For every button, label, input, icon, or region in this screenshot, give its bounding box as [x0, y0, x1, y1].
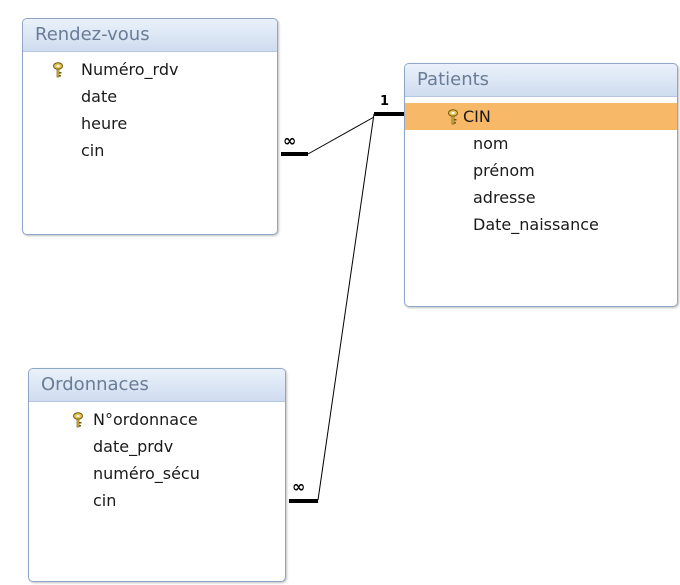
ordonnances-relationship-line	[317, 113, 375, 501]
field-name: Numéro_rdv	[81, 60, 179, 79]
table-title[interactable]: Rendez-vous	[23, 19, 277, 52]
field-name: adresse	[473, 188, 536, 207]
field-name: nom	[473, 134, 509, 153]
field-row[interactable]: date	[29, 83, 271, 110]
key-icon	[73, 412, 83, 428]
field-list: Numéro_rdv date heure cin	[23, 52, 277, 164]
many-cardinality-label-ordonnances: ∞	[292, 477, 306, 496]
field-name: N°ordonnace	[93, 410, 198, 429]
table-patients[interactable]: Patients CIN nom prénom adresse Date_nai…	[404, 63, 678, 307]
key-icon	[53, 62, 63, 78]
field-list: CIN nom prénom adresse Date_naissance	[405, 97, 677, 238]
field-name: heure	[81, 114, 128, 133]
field-row[interactable]: prénom	[411, 157, 671, 184]
table-ordonnances[interactable]: Ordonnaces N°ordonnace date_prdv numéro_…	[28, 368, 286, 582]
field-name: date_prdv	[93, 437, 174, 456]
rdv-relationship-line	[307, 116, 375, 155]
field-row[interactable]: numéro_sécu	[35, 460, 279, 487]
field-name: cin	[93, 491, 117, 510]
field-name: cin	[81, 141, 105, 160]
field-name: prénom	[473, 161, 535, 180]
table-title[interactable]: Patients	[405, 64, 677, 97]
field-name: date	[81, 87, 118, 106]
field-row[interactable]: nom	[411, 130, 671, 157]
field-list: N°ordonnace date_prdv numéro_sécu cin	[29, 402, 285, 514]
field-row[interactable]: Date_naissance	[411, 211, 671, 238]
field-row[interactable]: Numéro_rdv	[29, 56, 271, 83]
field-row[interactable]: cin	[29, 137, 271, 164]
key-icon	[448, 109, 458, 125]
one-cardinality-label: 1	[380, 94, 390, 109]
field-row-selected[interactable]: CIN	[405, 103, 677, 130]
field-row[interactable]: N°ordonnace	[35, 406, 279, 433]
field-row[interactable]: date_prdv	[35, 433, 279, 460]
table-title[interactable]: Ordonnaces	[29, 369, 285, 402]
field-name: numéro_sécu	[93, 464, 200, 483]
field-name: Date_naissance	[473, 215, 599, 234]
field-row[interactable]: heure	[29, 110, 271, 137]
many-cardinality-label-rdv: ∞	[283, 131, 297, 150]
field-row[interactable]: cin	[35, 487, 279, 514]
field-name: CIN	[463, 107, 491, 126]
table-rendezvous[interactable]: Rendez-vous Numéro_rdv date heure cin	[22, 18, 278, 235]
field-row[interactable]: adresse	[411, 184, 671, 211]
